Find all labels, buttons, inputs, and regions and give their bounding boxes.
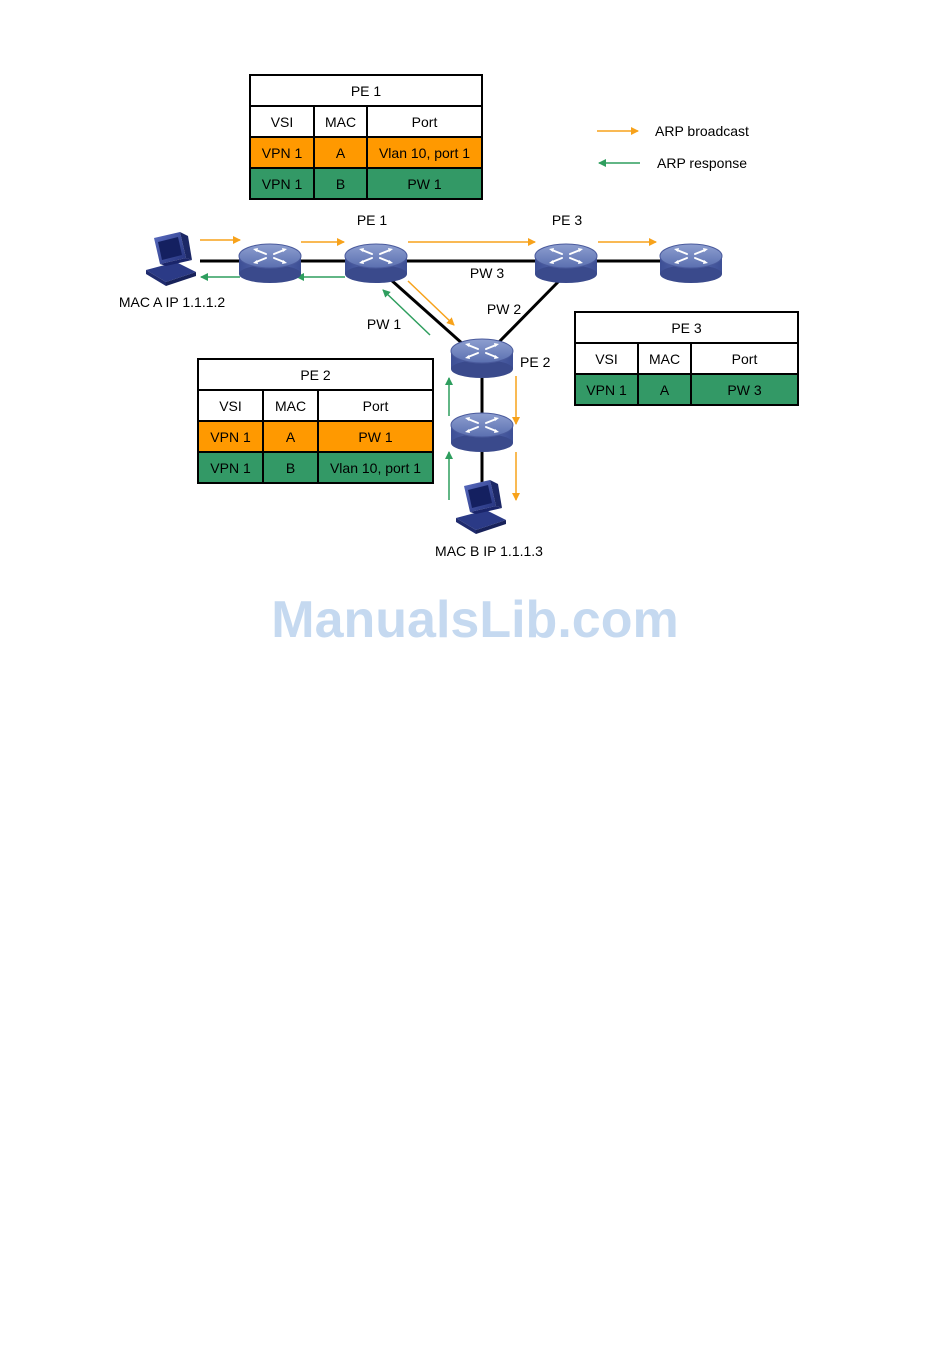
cell-port: Vlan 10, port 1 <box>318 452 433 483</box>
cell-mac: B <box>314 168 367 199</box>
col-header-mac: MAC <box>638 343 691 374</box>
table-row: VPN 1 A Vlan 10, port 1 <box>250 137 482 168</box>
pe1-switch-icon <box>345 244 407 283</box>
cell-port: PW 1 <box>367 168 482 199</box>
pw3-label: PW 3 <box>470 265 504 281</box>
table-title: PE 3 <box>575 312 798 343</box>
host-b-label: MAC B IP 1.1.1.3 <box>435 543 543 559</box>
pe2-mac-table: PE 2 VSI MAC Port VPN 1 A PW 1 VPN 1 B V… <box>197 358 434 484</box>
cell-mac: A <box>263 421 318 452</box>
legend-response-label: ARP response <box>657 155 747 171</box>
cell-vsi: VPN 1 <box>250 168 314 199</box>
table-title: PE 2 <box>198 359 433 390</box>
col-header-vsi: VSI <box>198 390 263 421</box>
pe3-switch-icon <box>535 244 597 283</box>
legend-broadcast-label: ARP broadcast <box>655 123 749 139</box>
pe3-mac-table: PE 3 VSI MAC Port VPN 1 A PW 3 <box>574 311 799 406</box>
cell-vsi: VPN 1 <box>198 452 263 483</box>
pe1-mac-table: PE 1 VSI MAC Port VPN 1 A Vlan 10, port … <box>249 74 483 200</box>
table-title: PE 1 <box>250 75 482 106</box>
cell-mac: B <box>263 452 318 483</box>
col-header-vsi: VSI <box>250 106 314 137</box>
cell-vsi: VPN 1 <box>250 137 314 168</box>
cell-vsi: VPN 1 <box>575 374 638 405</box>
cell-mac: A <box>314 137 367 168</box>
pe2-switch-icon <box>451 339 513 378</box>
pe3-label: PE 3 <box>552 212 583 228</box>
col-header-port: Port <box>318 390 433 421</box>
col-header-port: Port <box>367 106 482 137</box>
cell-port: Vlan 10, port 1 <box>367 137 482 168</box>
access-switch-a-icon <box>239 244 301 283</box>
table-row: VPN 1 A PW 1 <box>198 421 433 452</box>
remote-switch-icon <box>660 244 722 283</box>
cell-port: PW 3 <box>691 374 798 405</box>
col-header-vsi: VSI <box>575 343 638 374</box>
col-header-mac: MAC <box>314 106 367 137</box>
pw2-label: PW 2 <box>487 301 521 317</box>
cell-mac: A <box>638 374 691 405</box>
table-row: VPN 1 B PW 1 <box>250 168 482 199</box>
table-row: VPN 1 A PW 3 <box>575 374 798 405</box>
cell-vsi: VPN 1 <box>198 421 263 452</box>
table-row: VPN 1 B Vlan 10, port 1 <box>198 452 433 483</box>
access-switch-b-icon <box>451 413 513 452</box>
host-a-label: MAC A IP 1.1.1.2 <box>119 294 226 310</box>
pw1-label: PW 1 <box>367 316 401 332</box>
legend: ARP broadcast ARP response <box>597 123 749 171</box>
col-header-port: Port <box>691 343 798 374</box>
col-header-mac: MAC <box>263 390 318 421</box>
host-a-computer-icon <box>146 232 196 286</box>
host-b-computer-icon <box>456 480 506 534</box>
pe1-label: PE 1 <box>357 212 388 228</box>
watermark: ManualsLib.com <box>0 590 950 650</box>
cell-port: PW 1 <box>318 421 433 452</box>
pe2-label: PE 2 <box>520 354 551 370</box>
